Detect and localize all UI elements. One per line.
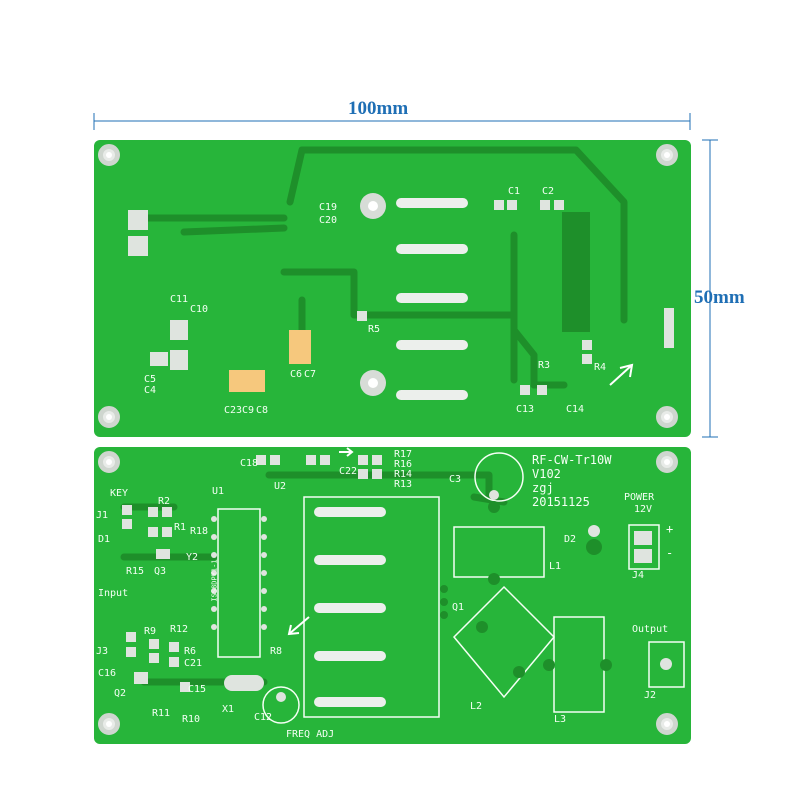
ref-label: R17 bbox=[394, 449, 413, 460]
bottom-traces bbox=[128, 146, 674, 400]
ref-label: D2 bbox=[564, 534, 577, 545]
power-label: POWER bbox=[624, 492, 655, 503]
pcb-top-side: RF-CW-Tr10W V102 zgj 20151125 POWER 12V … bbox=[94, 447, 691, 744]
chip-marking: ISS8DPY1-1 bbox=[210, 559, 219, 602]
output-label: Output bbox=[632, 624, 669, 635]
height-dimension-label: 50mm bbox=[694, 287, 745, 308]
key-label: KEY bbox=[110, 488, 129, 499]
mounting-hole bbox=[98, 406, 120, 428]
ref-label: U2 bbox=[274, 481, 287, 492]
ref-label: R8 bbox=[270, 646, 283, 657]
ref-label: R13 bbox=[394, 479, 413, 490]
pcb-bottom-side: C1 C2 C19 C20 C11 C10 C5 C4 C6 C7 C23 C9… bbox=[94, 140, 691, 437]
board-author: zgj bbox=[532, 481, 554, 495]
power-voltage: 12V bbox=[634, 504, 653, 515]
ref-label: C3 bbox=[449, 474, 462, 485]
silk-label: C7 bbox=[304, 369, 317, 380]
silk-label: R3 bbox=[538, 360, 551, 371]
power-plus: + bbox=[666, 522, 674, 536]
input-label: Input bbox=[98, 588, 129, 599]
silk-label: C8 bbox=[256, 405, 269, 416]
width-dimension-label: 100mm bbox=[348, 98, 409, 119]
ref-label: J3 bbox=[96, 646, 109, 657]
board-version: V102 bbox=[532, 467, 561, 481]
silk-label: C23 bbox=[224, 405, 243, 416]
ref-label: R18 bbox=[190, 526, 209, 537]
ref-label: L1 bbox=[549, 561, 562, 572]
ref-label: Y2 bbox=[186, 552, 199, 563]
silk-label: R4 bbox=[594, 362, 607, 373]
ref-label: D1 bbox=[98, 534, 111, 545]
ref-label: R1 bbox=[174, 522, 187, 533]
ref-label: R16 bbox=[394, 459, 413, 470]
ref-label: R12 bbox=[170, 624, 189, 635]
silk-label: C19 bbox=[319, 202, 338, 213]
silk-label: C5 bbox=[144, 374, 157, 385]
silk-label: C2 bbox=[542, 186, 555, 197]
silk-label: R5 bbox=[368, 324, 381, 335]
board-title: RF-CW-Tr10W bbox=[532, 453, 612, 467]
silk-label: C4 bbox=[144, 385, 157, 396]
silk-label: C10 bbox=[190, 304, 209, 315]
ref-label: R15 bbox=[126, 566, 145, 577]
mounting-hole bbox=[656, 713, 678, 735]
ref-label: L3 bbox=[554, 714, 567, 725]
ref-label: R14 bbox=[394, 469, 413, 480]
ref-label: X1 bbox=[222, 704, 235, 715]
ref-label: Q3 bbox=[154, 566, 167, 577]
ref-label: R11 bbox=[152, 708, 171, 719]
ref-label: C15 bbox=[188, 684, 207, 695]
ref-label: C12 bbox=[254, 712, 273, 723]
ref-label: C21 bbox=[184, 658, 203, 669]
mounting-hole bbox=[98, 713, 120, 735]
ref-label: J4 bbox=[632, 570, 645, 581]
silk-label: C1 bbox=[508, 186, 521, 197]
ref-label: C18 bbox=[240, 458, 259, 469]
silk-label: C6 bbox=[290, 369, 303, 380]
ref-label: C22 bbox=[339, 466, 358, 477]
ref-label: J1 bbox=[96, 510, 109, 521]
silk-label: C9 bbox=[242, 405, 255, 416]
mounting-hole bbox=[656, 406, 678, 428]
ref-label: L2 bbox=[470, 701, 483, 712]
mounting-hole bbox=[98, 144, 120, 166]
top-traces bbox=[120, 447, 685, 724]
silk-label: C13 bbox=[516, 404, 535, 415]
mounting-hole bbox=[98, 451, 120, 473]
freq-adj-label: FREQ ADJ bbox=[286, 729, 335, 740]
power-minus: - bbox=[666, 546, 674, 560]
ref-label: R6 bbox=[184, 646, 197, 657]
silk-label: C14 bbox=[566, 404, 585, 415]
silk-label: C11 bbox=[170, 294, 189, 305]
silk-label: C20 bbox=[319, 215, 338, 226]
ref-label: Q1 bbox=[452, 602, 465, 613]
mounting-hole bbox=[656, 451, 678, 473]
ref-label: R2 bbox=[158, 496, 171, 507]
mounting-hole bbox=[656, 144, 678, 166]
ref-label: U1 bbox=[212, 486, 225, 497]
ref-label: Q2 bbox=[114, 688, 127, 699]
board-date: 20151125 bbox=[532, 495, 590, 509]
ref-label: R9 bbox=[144, 626, 157, 637]
ref-label: R10 bbox=[182, 714, 201, 725]
ref-label: J2 bbox=[644, 690, 657, 701]
ref-label: C16 bbox=[98, 668, 117, 679]
